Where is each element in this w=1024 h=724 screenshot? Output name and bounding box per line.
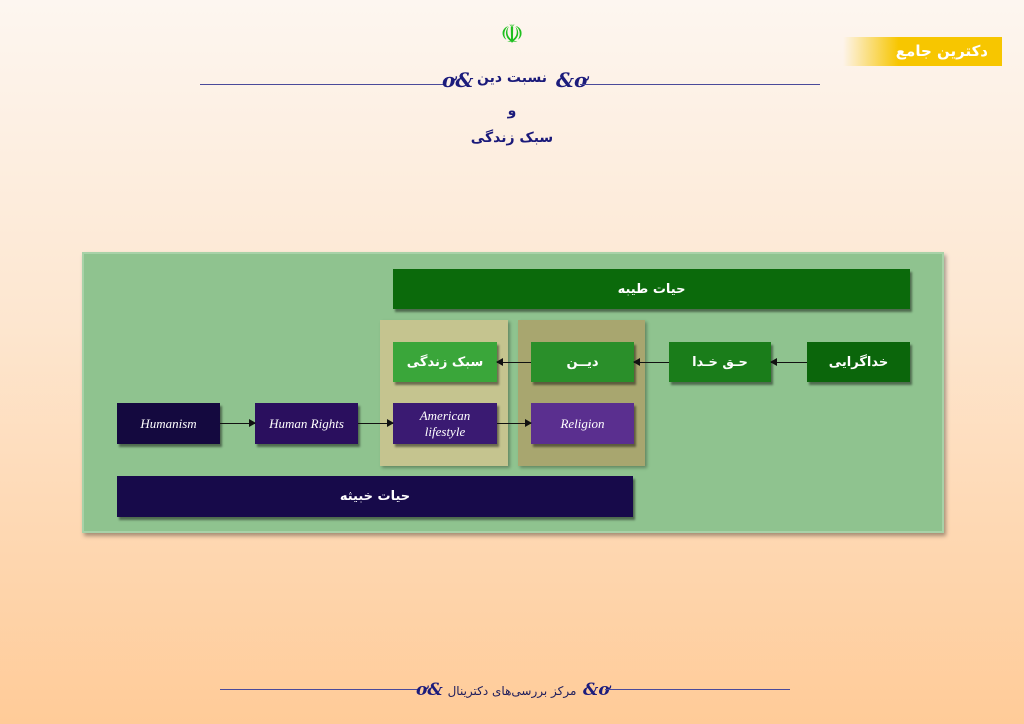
- ornament-left-icon: ơ&: [442, 68, 474, 92]
- hayat-tayyebe-bar: حیات طیبه: [393, 269, 910, 309]
- arrow-rights-to-lifestyle: [358, 419, 394, 427]
- title-divider-left: [200, 84, 445, 85]
- arrow-humanism-to-rights: [220, 419, 256, 427]
- footer-ornament-left-icon: ơ&: [416, 680, 443, 700]
- footer-divider-right: [605, 689, 790, 690]
- arrow-religion-to-lifestyle: [496, 358, 531, 366]
- box-humanism: Humanism: [117, 403, 220, 444]
- arrow-right-to-religion: [633, 358, 669, 366]
- arrow-lifestyle-to-religion: [497, 419, 532, 427]
- ornament-right-icon: &ơ: [556, 68, 588, 92]
- footer-divider-left: [220, 689, 420, 690]
- box-right-of-god: حـق خـدا: [669, 342, 771, 382]
- doctrine-banner: دکترین جامع: [843, 37, 1002, 66]
- box-religion-en: Religion: [531, 403, 634, 444]
- title-divider-right: [580, 84, 820, 85]
- box-theism: خداگرایی: [807, 342, 910, 382]
- footer-ornament-right-icon: &ơ: [583, 680, 610, 700]
- page-title: نسبت دین: [477, 70, 547, 86]
- iran-emblem-icon: ☫: [500, 20, 524, 50]
- box-religion-fa: دیــن: [531, 342, 634, 382]
- box-lifestyle-fa: سبک زندگی: [393, 342, 497, 382]
- footer-text: مرکز بررسی‌های دکترینال: [447, 684, 577, 698]
- page-subtitle: سبک زندگی: [470, 130, 554, 146]
- page-title-conjunction: و: [507, 103, 517, 119]
- arrow-theism-to-right: [770, 358, 807, 366]
- box-american-lifestyle: American lifestyle: [393, 403, 497, 444]
- hayat-khabise-bar: حیات خبیثه: [117, 476, 633, 517]
- box-human-rights: Human Rights: [255, 403, 358, 444]
